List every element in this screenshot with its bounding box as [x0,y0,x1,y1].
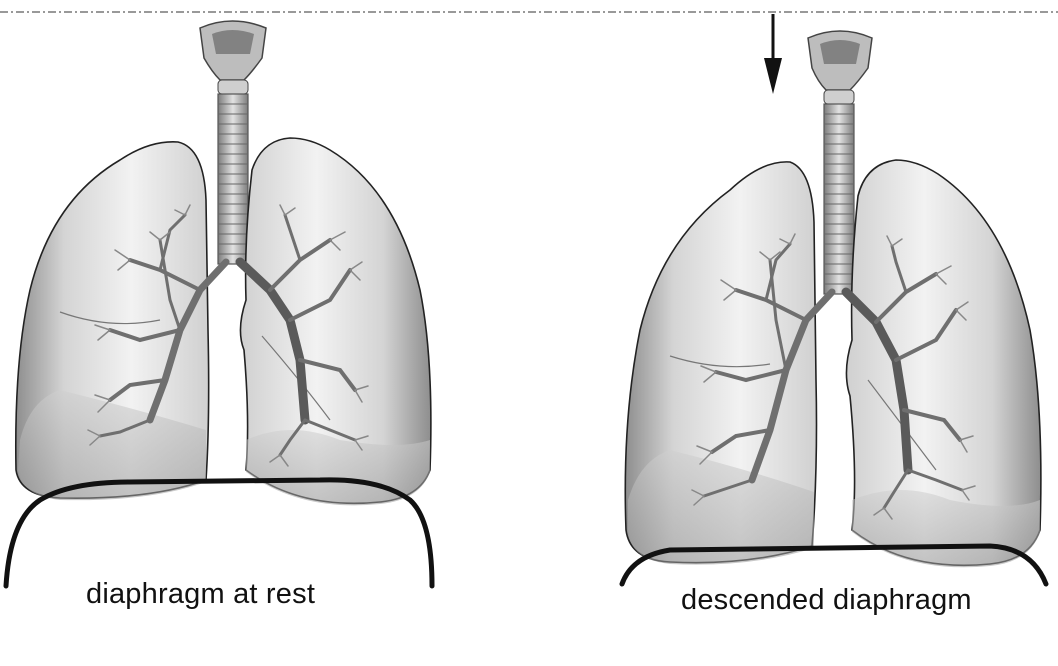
caption-descended-diaphragm: descended diaphragm [681,584,972,616]
larynx [199,20,267,95]
caption-diaphragm-at-rest: diaphragm at rest [86,578,316,610]
trachea [217,93,249,265]
lungs-at-rest [3,20,435,589]
bronchial-tree [691,233,976,520]
trachea [823,103,855,295]
lungs-descended [619,14,1049,587]
larynx [807,30,873,105]
down-arrow-icon [764,14,782,94]
bronchial-tree [87,204,369,467]
diaphragm-at-rest [3,477,435,589]
descended-diaphragm [619,543,1049,587]
